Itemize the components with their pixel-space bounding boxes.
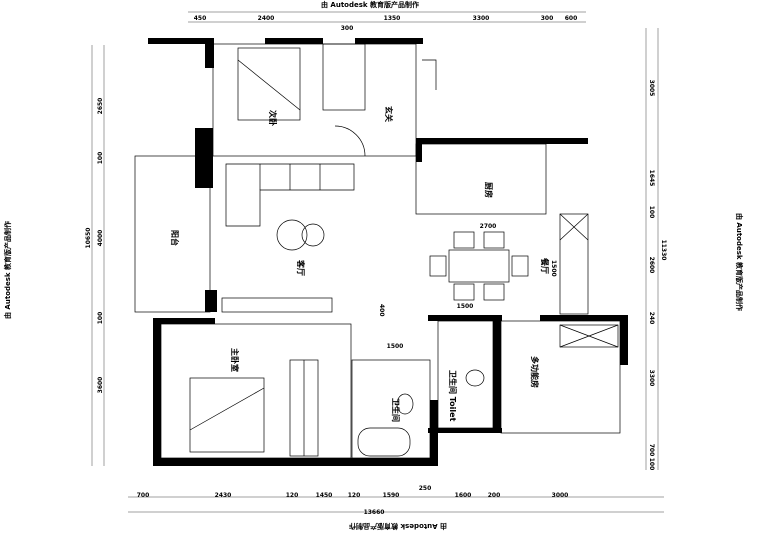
right-dimensions: 3005 1645 100 2600 240 3300 700 100 1133… bbox=[648, 80, 667, 471]
label-dining: 餐厅 bbox=[540, 257, 550, 274]
svg-text:240: 240 bbox=[648, 312, 655, 325]
svg-text:1600: 1600 bbox=[455, 492, 472, 499]
room-labels: 次卧 玄关 阳台 客厅 厨房 餐厅 主卧室 卫生间 卫生间 Toilet 多功能… bbox=[170, 106, 550, 422]
dining-table bbox=[429, 231, 529, 301]
bathtub bbox=[357, 427, 411, 457]
svg-text:10650: 10650 bbox=[85, 228, 92, 249]
svg-text:1590: 1590 bbox=[383, 492, 400, 499]
svg-text:1500: 1500 bbox=[457, 303, 474, 310]
svg-text:1645: 1645 bbox=[648, 170, 655, 187]
watermark-right: 由 Autodesk 教育版产品制作 bbox=[735, 213, 744, 311]
bottom-dimensions: 700 2430 120 1450 120 1590 250 1600 200 … bbox=[137, 485, 569, 516]
svg-text:13660: 13660 bbox=[364, 509, 385, 516]
svg-text:4000: 4000 bbox=[97, 230, 104, 247]
svg-text:2430: 2430 bbox=[215, 492, 232, 499]
coffee-table bbox=[276, 219, 325, 251]
top-dimensions: 450 2400 300 1350 3300 300 600 bbox=[194, 15, 578, 32]
svg-text:450: 450 bbox=[194, 15, 207, 22]
inner-dimensions: 400 1500 1500 2700 1500 bbox=[378, 223, 557, 350]
svg-text:1350: 1350 bbox=[384, 15, 401, 22]
svg-text:100: 100 bbox=[97, 312, 104, 325]
svg-text:2650: 2650 bbox=[97, 98, 104, 115]
svg-text:120: 120 bbox=[286, 492, 299, 499]
sofa bbox=[225, 163, 355, 227]
svg-text:2600: 2600 bbox=[648, 257, 655, 274]
watermark-bottom: 由 Autodesk 教育版产品制作 bbox=[349, 522, 447, 531]
svg-text:1450: 1450 bbox=[316, 492, 333, 499]
svg-text:3600: 3600 bbox=[97, 377, 104, 394]
svg-text:600: 600 bbox=[565, 15, 578, 22]
svg-text:100: 100 bbox=[97, 152, 104, 165]
interior-lines bbox=[134, 43, 621, 459]
svg-text:700: 700 bbox=[648, 444, 655, 457]
svg-text:1500: 1500 bbox=[550, 260, 557, 277]
svg-text:200: 200 bbox=[488, 492, 501, 499]
svg-text:1500: 1500 bbox=[387, 343, 404, 350]
svg-text:120: 120 bbox=[348, 492, 361, 499]
left-dimensions: 2650 100 4000 100 3600 10650 bbox=[85, 98, 104, 394]
walls bbox=[148, 38, 628, 466]
label-balcony: 阳台 bbox=[170, 230, 180, 246]
label-master-bedroom: 主卧室 bbox=[230, 348, 240, 372]
svg-text:100: 100 bbox=[648, 458, 655, 471]
wardrobe bbox=[289, 359, 319, 457]
watermark-left: 由 Autodesk 教育版产品制作 bbox=[3, 221, 12, 319]
label-second-bedroom: 次卧 bbox=[268, 110, 278, 126]
label-foyer: 玄关 bbox=[384, 106, 394, 122]
dimension-lines bbox=[91, 11, 664, 513]
svg-text:400: 400 bbox=[378, 304, 385, 317]
svg-text:700: 700 bbox=[137, 492, 150, 499]
bed-second-bedroom bbox=[237, 47, 301, 121]
svg-text:3300: 3300 bbox=[648, 370, 655, 387]
watermark-top: 由 Autodesk 教育版产品制作 bbox=[321, 0, 419, 9]
bed-master-bedroom bbox=[189, 377, 265, 453]
svg-text:250: 250 bbox=[419, 485, 432, 492]
label-kitchen: 厨房 bbox=[484, 182, 494, 198]
svg-text:3300: 3300 bbox=[473, 15, 490, 22]
svg-text:300: 300 bbox=[341, 25, 354, 32]
label-multi-room: 多功能房 bbox=[530, 356, 540, 388]
label-living-room: 客厅 bbox=[296, 259, 306, 276]
svg-text:3005: 3005 bbox=[648, 80, 655, 97]
svg-text:2700: 2700 bbox=[480, 223, 497, 230]
svg-text:2400: 2400 bbox=[258, 15, 275, 22]
svg-text:3000: 3000 bbox=[552, 492, 569, 499]
label-bathroom: 卫生间 bbox=[391, 398, 401, 422]
toilets bbox=[396, 369, 485, 415]
svg-text:300: 300 bbox=[541, 15, 554, 22]
svg-text:100: 100 bbox=[648, 206, 655, 219]
label-toilet: 卫生间 Toilet bbox=[448, 370, 458, 422]
svg-text:11330: 11330 bbox=[660, 240, 667, 261]
